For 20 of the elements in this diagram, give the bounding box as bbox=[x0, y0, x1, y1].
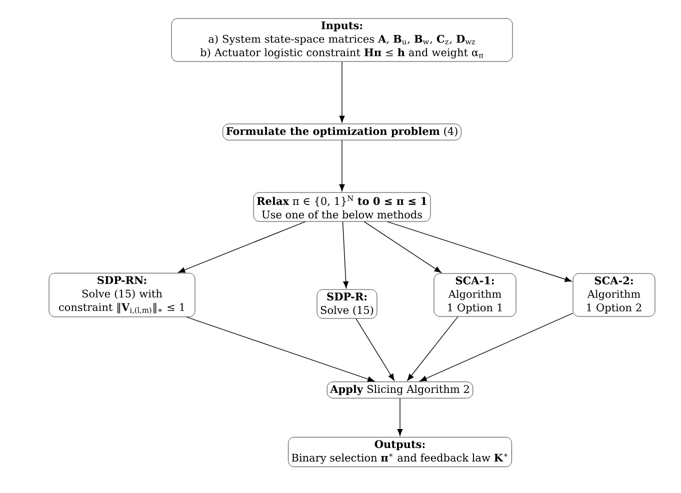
arrow bbox=[387, 221, 572, 282]
arrow bbox=[364, 221, 442, 273]
arrow bbox=[339, 140, 345, 192]
step-box: Relax π ∈ {0, 1}$^{N}$ to 0 ≤ π ≤ 1 Use one of the below methods bbox=[253, 192, 431, 222]
arrow bbox=[420, 312, 574, 382]
step-box: SCA-2: Algorithm 1 Option 2 bbox=[572, 273, 656, 317]
step-box: Apply Slicing Algorithm 2 bbox=[326, 382, 474, 398]
step-box: Formulate the optimization problem (4) bbox=[222, 124, 462, 140]
arrow bbox=[342, 221, 349, 288]
arrow bbox=[407, 316, 458, 381]
step-box: SDP-R: Solve (15) bbox=[316, 289, 378, 319]
arrow bbox=[356, 318, 394, 381]
step-box: SDP-RN: Solve (15) with constraint ‖V$_{i,(l,m)}$‖$_{∗}$ ≤ 1 bbox=[48, 272, 196, 318]
step-box: Outputs: Binary selection π$^{∗}$ and feedback law K$^{∗}$ bbox=[288, 436, 512, 467]
arrow bbox=[178, 221, 306, 273]
step-box: SCA-1: Algorithm 1 Option 1 bbox=[434, 273, 516, 317]
arrow bbox=[186, 316, 375, 382]
arrow bbox=[339, 61, 345, 123]
arrow bbox=[397, 398, 403, 436]
step-box: Inputs: a) System state-space matrices A, B$_{u}$, B$_{w}$, C$_{z}$, D$_{wz}$ b) Actuator logistic constraint Hπ ≤ h and weight α$_{π}$ bbox=[171, 18, 513, 62]
